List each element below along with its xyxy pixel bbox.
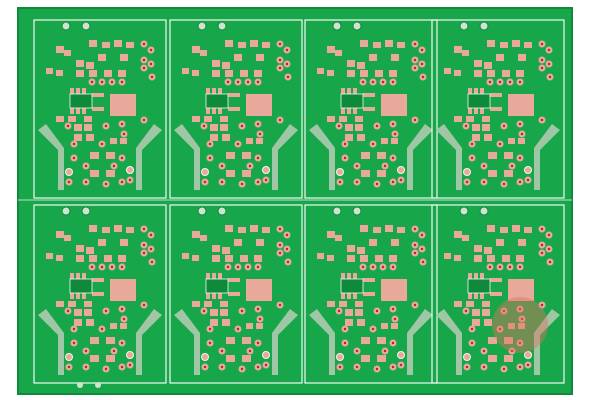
watermark-logo bbox=[492, 297, 548, 353]
